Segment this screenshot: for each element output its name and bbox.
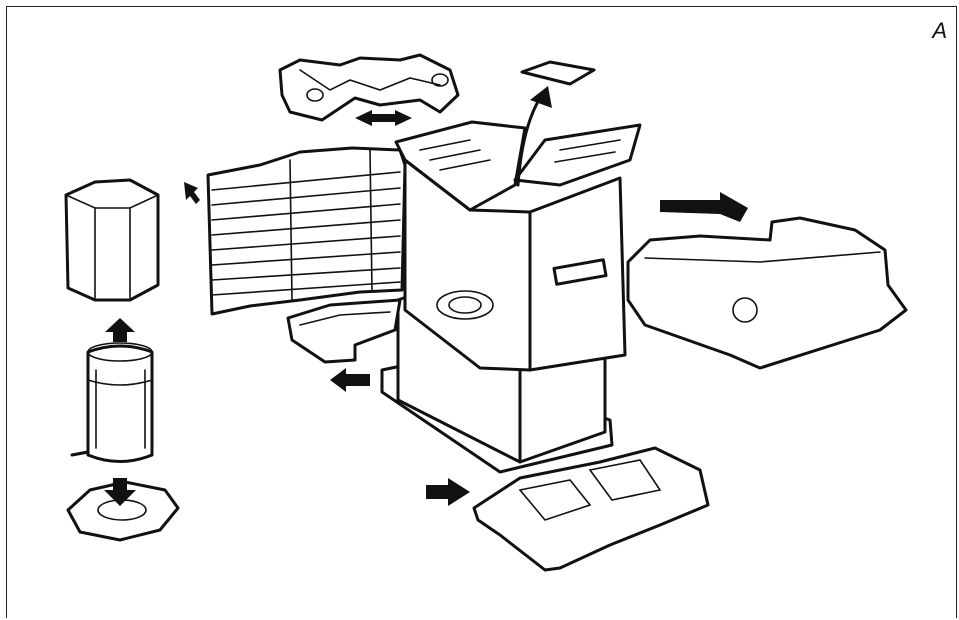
arrow-burner-down: [104, 478, 136, 506]
arrow-lid: [355, 110, 412, 126]
arrow-reflector: [184, 182, 200, 204]
base-drip-pan: [472, 446, 710, 572]
direction-arrows: [104, 86, 748, 506]
arrow-drip-pan: [426, 478, 470, 506]
figure-label: A: [932, 18, 947, 43]
arrow-cylinder-up: [105, 318, 135, 342]
top-lid: [278, 53, 460, 122]
burner-assembly: [70, 342, 154, 463]
combustion-cylinder: [64, 178, 160, 302]
heater-cabinet: [380, 120, 642, 474]
reflector-panel: [206, 146, 407, 316]
arrow-plate: [530, 86, 552, 108]
arrow-tray: [330, 368, 370, 392]
front-tray: [286, 298, 402, 364]
fuel-tank: [626, 216, 908, 370]
arrow-fuel-tank: [660, 192, 748, 222]
figure-frame: [6, 6, 957, 618]
top-plate: [520, 60, 596, 86]
